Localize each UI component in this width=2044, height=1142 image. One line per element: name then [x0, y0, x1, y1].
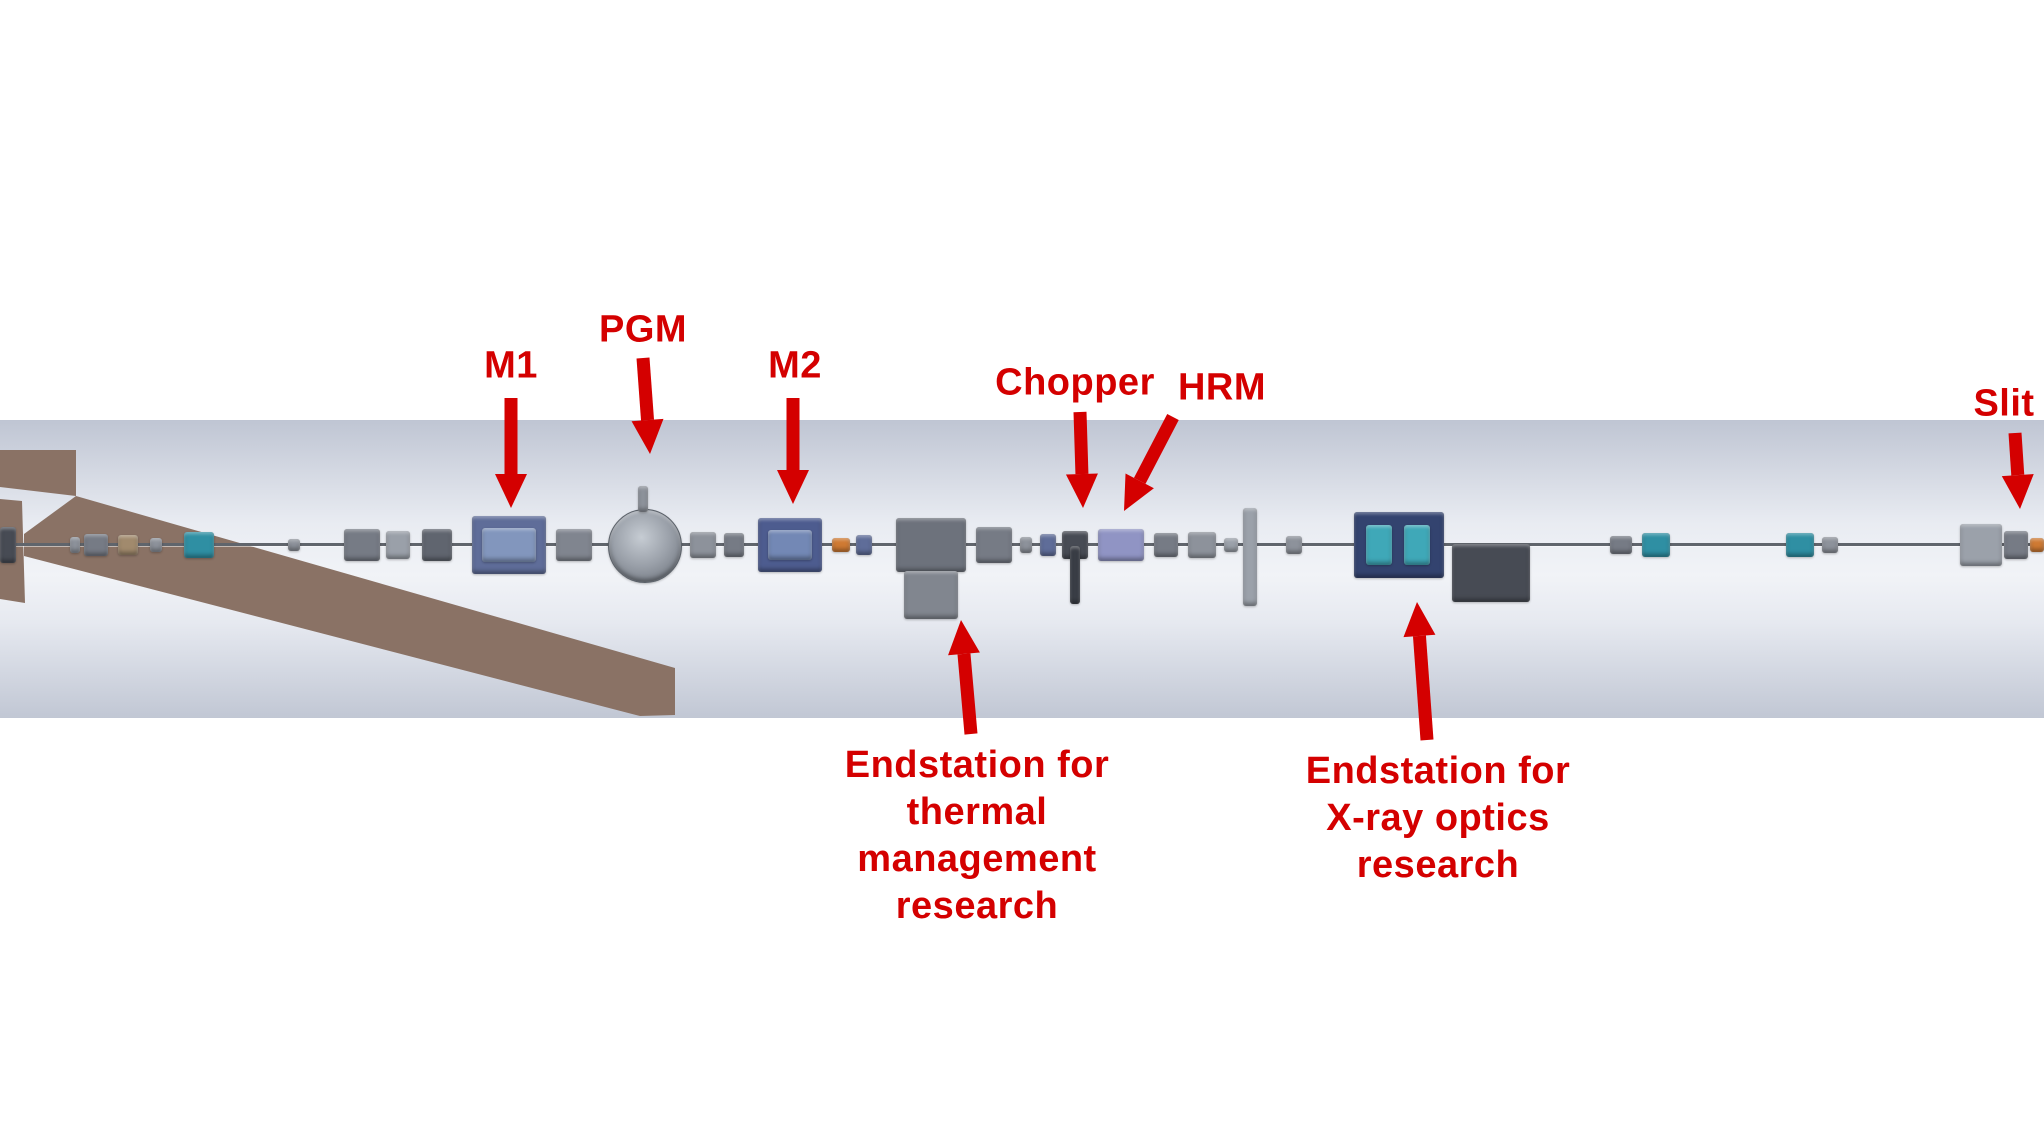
beamline-component [70, 537, 80, 553]
component-hrm-unit [1098, 529, 1144, 561]
beamline-component [1786, 533, 1814, 557]
component-equipment-rack [1452, 544, 1530, 602]
beamline-component [1822, 537, 1838, 553]
beamline-component [1070, 546, 1080, 604]
component-screen-panel [1243, 508, 1257, 606]
beamline-component [1224, 538, 1238, 552]
beamline-component [1642, 533, 1670, 557]
beamline-component [118, 535, 138, 555]
label-hrm: HRM [1177, 366, 1267, 409]
beamline-component [768, 530, 812, 560]
beamline-component [150, 538, 162, 552]
beamline-component [856, 535, 872, 555]
beamline-component [724, 533, 744, 557]
beamline-component [184, 532, 214, 558]
label-pgm: PGM [598, 308, 688, 351]
beamline-component [1366, 525, 1392, 565]
beamline-component [482, 528, 536, 562]
component-thermal-endstation-upper [896, 518, 966, 572]
label-m2: M2 [768, 344, 822, 387]
beamline-component [2004, 531, 2028, 559]
beamline-component [1286, 536, 1302, 554]
beamline-component [638, 486, 648, 512]
beamline-component [1154, 533, 1178, 557]
label-chopper: Chopper [995, 361, 1155, 404]
label-line: Endstation for [1305, 750, 1571, 792]
label-line: thermal [906, 791, 1048, 833]
beamline-component [1188, 532, 1216, 558]
beamline-component [1404, 525, 1430, 565]
beamline-component [976, 527, 1012, 563]
label-m1: M1 [484, 344, 538, 387]
beamline-component [344, 529, 380, 561]
label-endstation-xray: Endstation for X-ray optics research [1306, 748, 1571, 889]
label-line: research [895, 885, 1059, 927]
component-beam-end [2030, 538, 2044, 552]
label-line: Endstation for [844, 744, 1110, 786]
label-endstation-thermal: Endstation for thermal management resear… [845, 742, 1110, 930]
beamline-component [690, 532, 716, 558]
component-source-stub [0, 527, 16, 563]
label-slit: Slit [1973, 382, 2035, 425]
beamline-component [386, 531, 410, 559]
beamline-component [288, 539, 300, 551]
beamline-component [422, 529, 452, 561]
beamline-component [832, 538, 850, 552]
beamline-component [84, 534, 108, 556]
label-line: management [857, 838, 1097, 880]
beamline-component [1020, 537, 1032, 553]
label-line: research [1356, 844, 1520, 886]
component-pgm-chamber [608, 509, 682, 583]
beamline-component [556, 529, 592, 561]
component-thermal-endstation-lower [904, 571, 958, 619]
label-line: X-ray optics [1326, 797, 1550, 839]
beamline-component [1040, 534, 1056, 556]
component-slit-assembly [1960, 524, 2002, 566]
beamline-component [1610, 536, 1632, 554]
